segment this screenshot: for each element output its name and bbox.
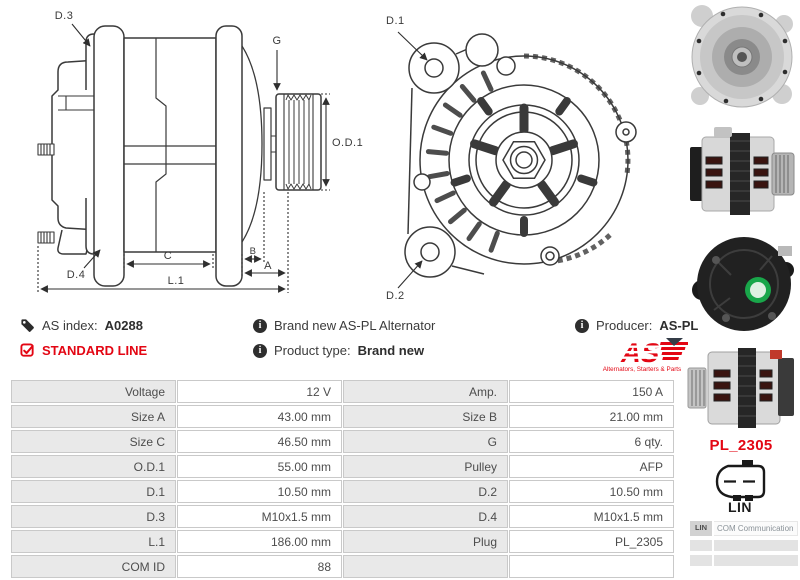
as-index-value: A0288 [104, 318, 143, 333]
com-communication-box: LIN COM Communication [690, 521, 798, 570]
dim-label-g: G [272, 35, 281, 47]
as-pl-logo: AS Alternators, Starters & Parts [603, 337, 688, 373]
dim-label-a: A [264, 260, 272, 272]
com-cell [690, 555, 712, 566]
plug-connector-icon [715, 460, 766, 501]
front-dimension-lines [397, 31, 428, 289]
spec-label: Size A [11, 405, 176, 428]
spec-value: 12 V [177, 380, 342, 403]
com-cell [690, 540, 712, 551]
spec-value: 186.00 mm [177, 530, 342, 553]
dim-label-d4: D.4 [67, 269, 86, 281]
com-placeholder-row [690, 555, 798, 566]
producer-row: Producer: AS-PL [575, 318, 698, 333]
as-index-label: AS index: [42, 318, 98, 333]
table-row: O.D.1 55.00 mm Pulley AFP [11, 455, 674, 478]
alternator-side-diagram: D.3 G O.D.1 D.4 C B A L.1 [37, 10, 363, 293]
plug-code: PL_2305 [709, 437, 773, 454]
spec-value: M10x1.5 mm [177, 505, 342, 528]
producer-label: Producer: [596, 318, 653, 333]
spec-label: Plug [343, 530, 508, 553]
com-placeholder-row [690, 540, 798, 551]
spec-label: Voltage [11, 380, 176, 403]
dim-label-od1: O.D.1 [332, 137, 363, 149]
com-header-title: COM Communication [714, 521, 798, 536]
spec-value: 150 A [509, 380, 674, 403]
table-row: L.1 186.00 mm Plug PL_2305 [11, 530, 674, 553]
product-photo-front [691, 5, 793, 108]
product-photo-side-right [690, 127, 795, 215]
table-row: COM ID 88 [11, 555, 674, 578]
brand-new-row: Brand new AS-PL Alternator [253, 318, 435, 333]
product-type-row: Product type: Brand new [253, 343, 424, 358]
spec-value: 46.50 mm [177, 430, 342, 453]
spec-table: Voltage 12 V Amp. 150 A Size A 43.00 mm … [10, 378, 675, 580]
product-type-value: Brand new [357, 343, 425, 358]
table-row: D.3 M10x1.5 mm D.4 M10x1.5 mm [11, 505, 674, 528]
tag-icon [21, 319, 34, 332]
front-drawing-shapes [404, 33, 637, 278]
logo-tagline: Alternators, Starters & Parts [603, 366, 681, 373]
side-dimension-lines [37, 23, 330, 293]
spec-label: L.1 [11, 530, 176, 553]
dim-label-d2: D.2 [386, 290, 405, 302]
checkbox-checked-icon [20, 343, 34, 357]
spec-value: 55.00 mm [177, 455, 342, 478]
dim-label-c: C [164, 250, 172, 262]
standard-line-label: STANDARD LINE [42, 343, 148, 358]
com-cell [714, 555, 798, 566]
spec-label [343, 555, 508, 578]
dim-label-d3: D.3 [55, 10, 74, 22]
product-photo-side-left [687, 348, 794, 428]
table-row: Voltage 12 V Amp. 150 A [11, 380, 674, 403]
dim-label-d1: D.1 [386, 15, 405, 27]
spec-value: PL_2305 [509, 530, 674, 553]
dim-label-l1: L.1 [168, 275, 185, 287]
brand-new-text: Brand new AS-PL Alternator [274, 318, 436, 333]
spec-label: D.4 [343, 505, 508, 528]
table-row: Size A 43.00 mm Size B 21.00 mm [11, 405, 674, 428]
side-drawing-shapes [37, 25, 322, 287]
spec-label: O.D.1 [11, 455, 176, 478]
spec-value: M10x1.5 mm [509, 505, 674, 528]
producer-value: AS-PL [659, 318, 699, 333]
table-row: D.1 10.50 mm D.2 10.50 mm [11, 480, 674, 503]
spec-value: 6 qty. [509, 430, 674, 453]
spec-label: D.1 [11, 480, 176, 503]
spec-value: 21.00 mm [509, 405, 674, 428]
info-icon [253, 318, 267, 333]
com-header-lin: LIN [690, 521, 712, 536]
product-photo-rear [692, 237, 794, 331]
spec-value: 10.50 mm [509, 480, 674, 503]
spec-value: 88 [177, 555, 342, 578]
as-index-row: AS index: A0288 [20, 318, 143, 333]
spec-label: Size B [343, 405, 508, 428]
spec-label: Size C [11, 430, 176, 453]
table-row: Size C 46.50 mm G 6 qty. [11, 430, 674, 453]
alternator-front-diagram: D.1 D.2 [386, 15, 637, 302]
spec-label: Pulley [343, 455, 508, 478]
com-cell [714, 540, 798, 551]
plug-type-label: LIN [727, 499, 753, 515]
spec-value: 10.50 mm [177, 480, 342, 503]
info-icon [253, 343, 267, 358]
info-icon [575, 318, 589, 333]
spec-label: G [343, 430, 508, 453]
spec-value: 43.00 mm [177, 405, 342, 428]
product-type-label: Product type: [274, 343, 351, 358]
spec-label: COM ID [11, 555, 176, 578]
dim-label-b: B [250, 246, 257, 257]
spec-label: D.2 [343, 480, 508, 503]
spec-label: Amp. [343, 380, 508, 403]
spec-label: D.3 [11, 505, 176, 528]
product-line-row: STANDARD LINE [20, 343, 147, 358]
spec-value: AFP [509, 455, 674, 478]
com-header-row: LIN COM Communication [690, 521, 798, 536]
spec-value [509, 555, 674, 578]
